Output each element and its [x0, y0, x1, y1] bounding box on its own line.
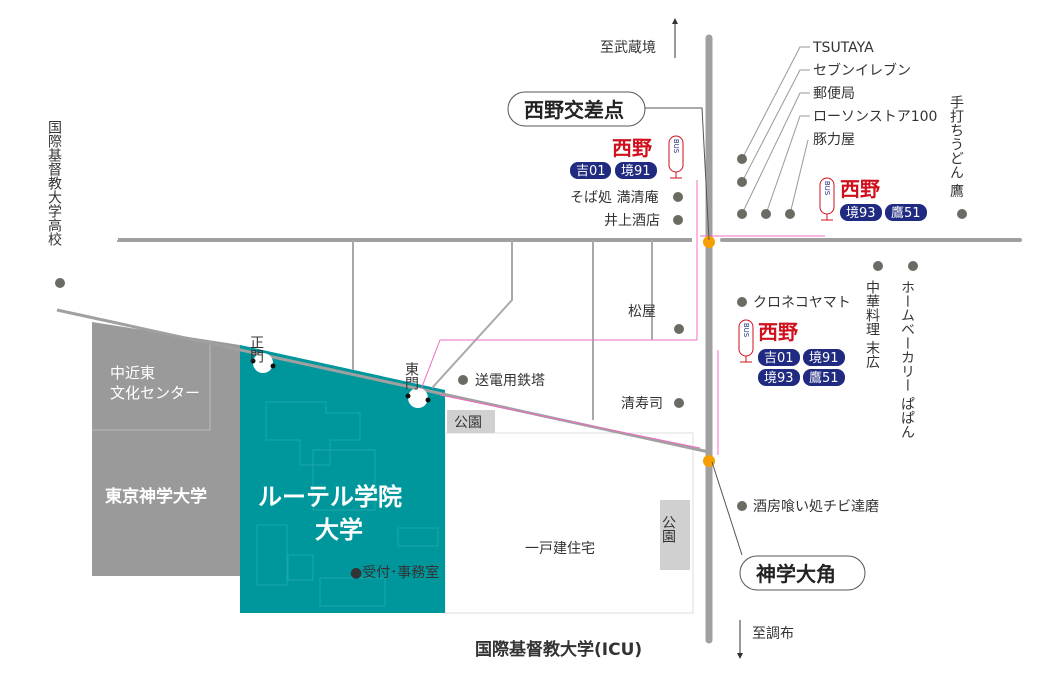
intersection-label-box [507, 91, 646, 127]
route-badge: 境93 [764, 371, 794, 386]
landmark-sakaba: 酒房喰い処チビ達磨 [753, 499, 879, 515]
landmark-tower: 送電用鉄塔 [475, 373, 545, 389]
landmark-list-item: 豚力屋 [813, 132, 855, 148]
campus-name: 大学 [315, 516, 363, 544]
svg-text:BUS: BUS [823, 181, 831, 196]
landmark-list-item: ローソンストア100 [813, 109, 937, 125]
bus-stop-name: 西野 [612, 136, 652, 160]
icu-high-school-label: 国際基督教大学高校 [46, 120, 62, 246]
roads [56, 34, 1022, 644]
landmark-matsuya: 松屋 [628, 304, 656, 320]
east-gate-marker [408, 388, 428, 408]
landmark-list-item: セブンイレブン [813, 62, 911, 79]
icu-label: 国際基督教大学(ICU) [475, 639, 642, 660]
reception-label: ●受付･事務室 [350, 564, 439, 581]
route-badge: 吉01 [764, 351, 794, 366]
intersection-marker [703, 236, 715, 248]
campus-name: ルーテル学院 [258, 483, 402, 511]
bus-stop: BUS 西野 境93 鷹51 [819, 177, 927, 221]
intersection-nishino: 西野交差点 [524, 98, 624, 122]
direction-south: 至調布 [752, 626, 794, 642]
intersection-marker [703, 455, 715, 467]
direction-north: 至武蔵境 [600, 40, 656, 56]
landmark-list-item: 郵便局 [813, 86, 855, 102]
landmark-list-item: TSUTAYA [812, 40, 874, 56]
middle-east-center-label: 文化センター [110, 384, 200, 402]
landmark-bakery: ホームベーカリー ぱぱん [899, 280, 915, 438]
route-badge: 境91 [621, 164, 651, 179]
main-gate-label: 正門 [248, 335, 264, 364]
houses-label: 一戸建住宅 [525, 541, 595, 557]
park-label: 公園 [660, 515, 676, 543]
landmark-kuroneko: クロネコヤマト [753, 295, 851, 311]
bus-stop-name: 西野 [758, 320, 798, 344]
route-badge: 吉01 [576, 164, 606, 179]
route-badge: 鷹51 [891, 206, 921, 221]
route-badge: 境91 [809, 351, 839, 366]
campus-building-outlines [256, 401, 439, 607]
landmark-soba: そば処 満清庵 [570, 189, 658, 206]
campus-area [240, 345, 445, 613]
park-label: 公園 [454, 415, 482, 431]
intersection-shingaku: 神学大角 [756, 562, 836, 586]
route-badge: 境93 [846, 206, 876, 221]
landmark-chuka: 中華料理 末広 [864, 280, 880, 369]
bus-stop-name: 西野 [840, 177, 880, 201]
middle-east-center-label: 中近東 [110, 364, 155, 382]
arrow-north-icon [672, 18, 678, 24]
svg-text:BUS: BUS [672, 139, 680, 154]
neighbor-buildings [92, 322, 240, 576]
svg-text:BUS: BUS [742, 323, 750, 338]
bus-stop: BUS 西野 吉01 境91 [570, 135, 684, 179]
landmark-inoue: 井上酒店 [604, 213, 660, 229]
landmark-udon: 手打ちうどん 鷹 [948, 95, 964, 199]
arrow-south-icon [737, 653, 743, 659]
east-gate-label: 東門 [403, 362, 419, 391]
bus-routes [419, 180, 825, 455]
main-gate-marker [253, 353, 273, 373]
route-badge: 鷹51 [809, 371, 839, 386]
tokyo-shingaku-label: 東京神学大学 [105, 486, 207, 507]
landmark-seizushi: 清寿司 [621, 395, 663, 412]
bus-stop: BUS 西野 吉01 境91 境93 鷹51 [738, 319, 845, 386]
residential-area [444, 432, 694, 614]
